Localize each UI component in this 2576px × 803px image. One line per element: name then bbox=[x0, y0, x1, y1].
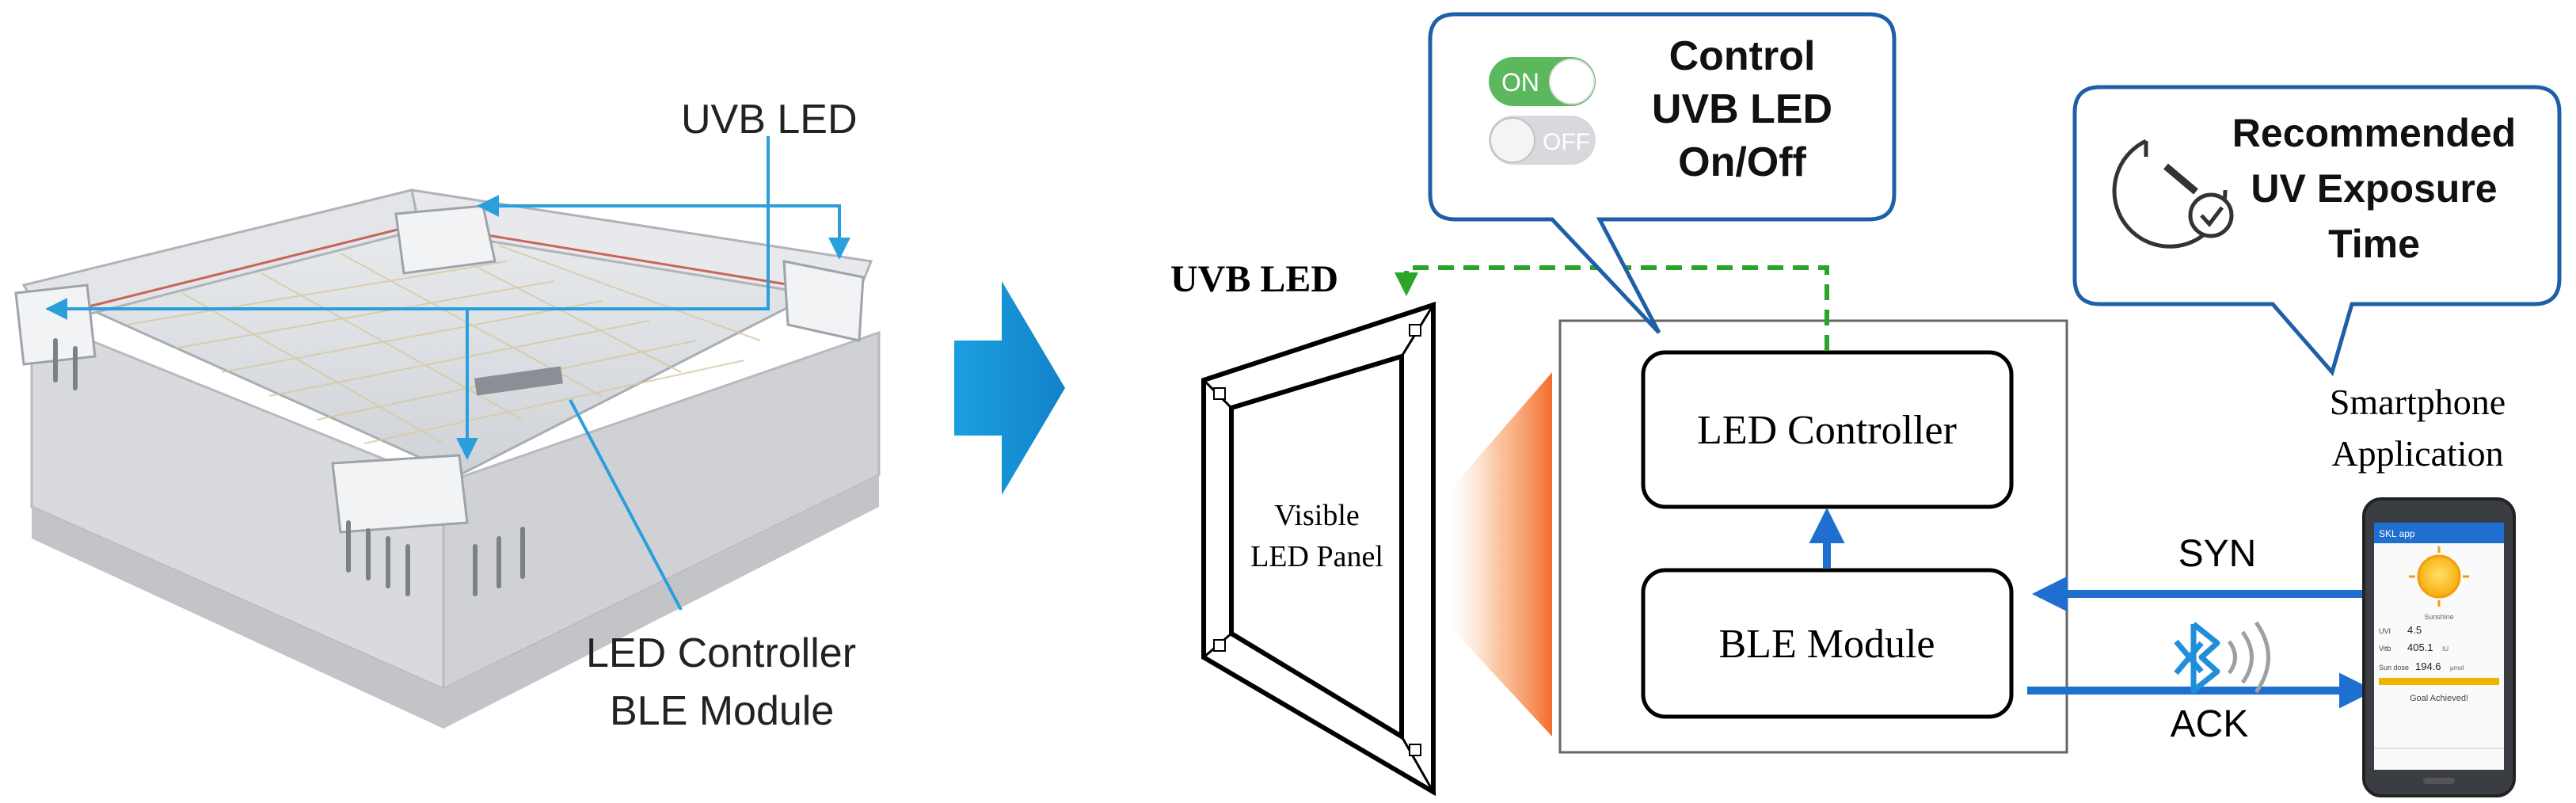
visible-panel-label-1: Visible bbox=[1274, 499, 1360, 532]
exposure-callout-line3: Time bbox=[2328, 222, 2420, 266]
tray-bottom-shadow bbox=[32, 475, 879, 729]
timer-check-icon bbox=[2112, 139, 2234, 249]
photo-controller-label: LED Controller bbox=[586, 630, 856, 676]
toggle-on: ON bbox=[1489, 57, 1596, 106]
bluetooth-icon bbox=[2174, 621, 2270, 694]
phone-row3-label: Sun dose bbox=[2379, 664, 2409, 672]
photo-annotation-arrows bbox=[45, 136, 850, 611]
phone-row3-unit: μmol bbox=[2450, 664, 2464, 672]
led-controller-label: LED Controller bbox=[1697, 408, 1957, 453]
side-vents bbox=[53, 338, 525, 596]
photo-ble-label: BLE Module bbox=[610, 688, 834, 734]
visible-panel-label-2: LED Panel bbox=[1250, 540, 1383, 573]
syn-label: SYN bbox=[2178, 533, 2257, 575]
transition-arrow bbox=[954, 281, 1065, 495]
photo-uvb-led-label: UVB LED bbox=[681, 97, 858, 143]
uvb-corner-modules bbox=[14, 204, 865, 534]
exposure-callout-line1: Recommended bbox=[2232, 111, 2516, 155]
device-photo: UVB LED LED Controller BLE Module bbox=[14, 97, 881, 734]
smartphone: SKL app Sunshine UVI 4.5 Vitb 405.1 IU S… bbox=[2362, 497, 2516, 797]
sun-icon bbox=[2417, 554, 2461, 599]
phone-row2-label: Vitb bbox=[2379, 645, 2391, 653]
ack-label: ACK bbox=[2171, 703, 2249, 745]
phone-progress-fill bbox=[2379, 678, 2499, 685]
phone-weather-caption: Sunshine bbox=[2424, 613, 2454, 621]
led-controller-box bbox=[1641, 350, 2014, 509]
ble-module-label: BLE Module bbox=[1719, 622, 1935, 667]
phone-row2-unit: IU bbox=[2442, 645, 2449, 653]
exposure-callout bbox=[2072, 85, 2562, 377]
control-callout-line3: On/Off bbox=[1678, 139, 1806, 185]
uvb-led-title: UVB LED bbox=[1170, 258, 1338, 300]
controller-board bbox=[474, 366, 563, 396]
control-callout-line1: Control bbox=[1669, 33, 1816, 79]
exposure-callout-line2: UV Exposure bbox=[2251, 166, 2497, 211]
smartphone-label-2: Application bbox=[2331, 433, 2503, 474]
toggle-on-label: ON bbox=[1501, 68, 1539, 97]
phone-row3-value: 194.6 bbox=[2415, 660, 2441, 672]
phone-app-bar bbox=[2374, 523, 2504, 543]
smartphone-label-1: Smartphone bbox=[2330, 382, 2506, 422]
toggle-off: OFF bbox=[1489, 116, 1596, 165]
visible-led-panel bbox=[1201, 301, 1436, 797]
light-glow bbox=[1449, 372, 1552, 736]
toggle-off-label: OFF bbox=[1543, 129, 1590, 155]
ble-module-box bbox=[1641, 568, 2014, 719]
phone-row1-value: 4.5 bbox=[2407, 624, 2422, 636]
phone-app-title: SKL app bbox=[2379, 528, 2415, 539]
phone-status: Goal Achieved! bbox=[2410, 694, 2468, 703]
phone-row1-label: UVI bbox=[2379, 627, 2391, 635]
led-grid bbox=[126, 237, 761, 444]
phone-row2-value: 405.1 bbox=[2407, 641, 2433, 653]
control-callout-line2: UVB LED bbox=[1652, 86, 1832, 132]
